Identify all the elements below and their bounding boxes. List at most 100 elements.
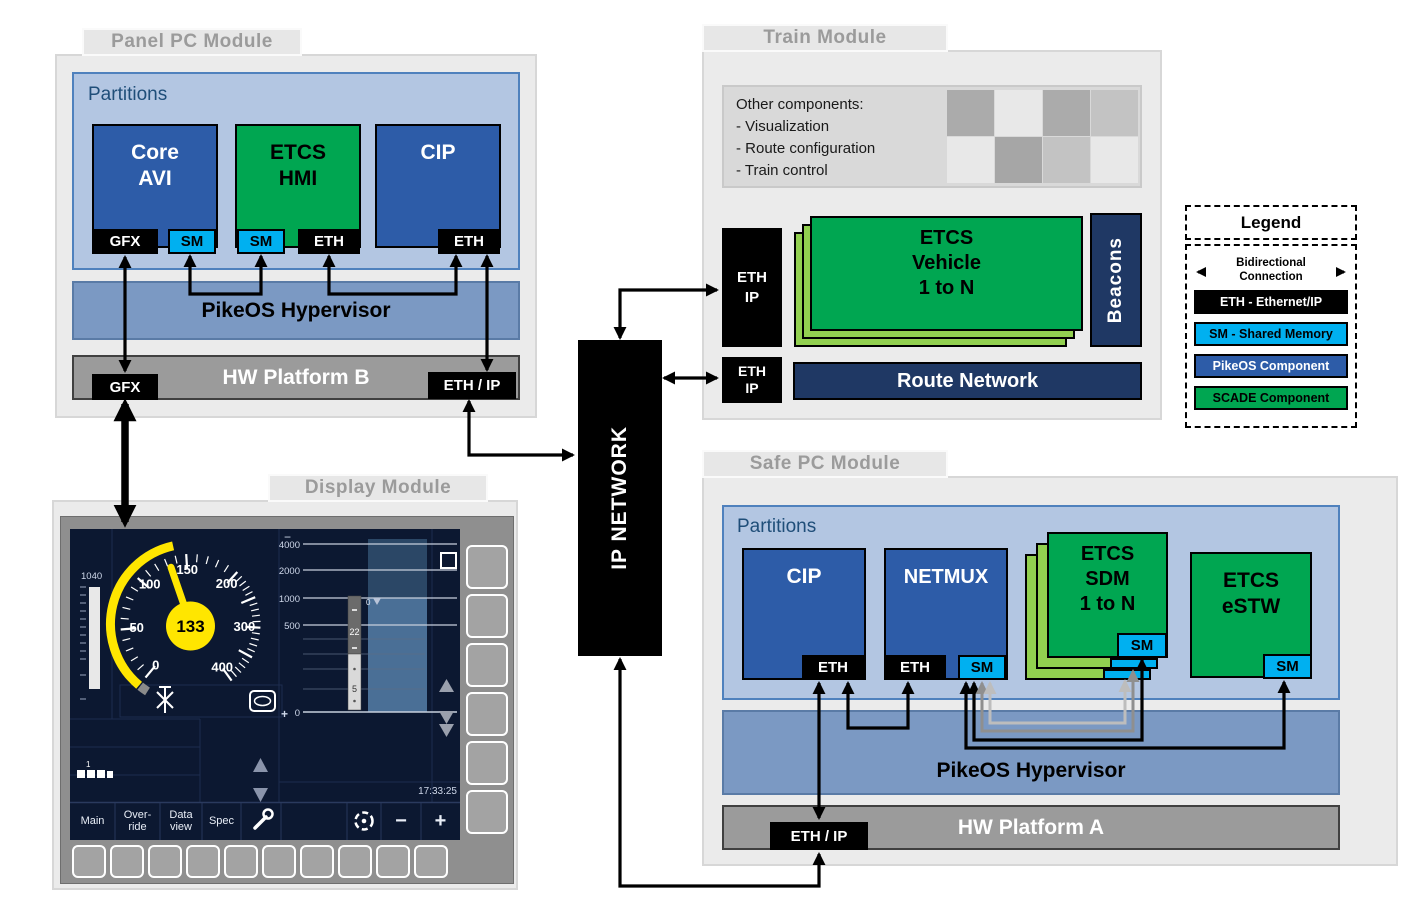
scroll-down-icon[interactable] [439, 711, 454, 724]
soft-key-button[interactable] [376, 845, 410, 878]
page-down-icon[interactable] [253, 788, 268, 802]
legend-bidirectional-label: Bidirectional Connection [1206, 256, 1336, 284]
port-eth-ip-hw-b: ETH / IP [428, 372, 516, 399]
eth-ip-port-train-2: ETH IP [722, 357, 782, 403]
soft-key-button[interactable] [186, 845, 220, 878]
soft-key-button[interactable] [466, 545, 508, 589]
soft-key-button[interactable] [300, 845, 334, 878]
svg-text:500: 500 [284, 621, 300, 632]
hypervisor-panel-pc: PikeOS Hypervisor [72, 281, 520, 340]
soft-key-button[interactable] [338, 845, 372, 878]
soft-key-button[interactable] [72, 845, 106, 878]
brake-wheel-icon[interactable] [354, 811, 374, 831]
other-components-heading: Other components: [736, 96, 864, 113]
soft-key-button[interactable] [224, 845, 258, 878]
port-eth-cip-panel: ETH [438, 229, 500, 254]
legend-title-box: Legend [1185, 205, 1357, 240]
placeholder-checkerboard [947, 90, 1140, 185]
port-sm-sdm-layer [1103, 669, 1151, 680]
scale-plus[interactable]: + [281, 707, 288, 721]
dmi-screen: 1040 0 50 100 150 200 [70, 529, 460, 840]
train-module-title: Train Module [763, 27, 887, 48]
soft-key-button[interactable] [466, 790, 508, 834]
other-components-item: - Route configuration [736, 140, 876, 157]
clock: 17:33:25 [418, 786, 457, 797]
port-sm-estw: SM [1263, 654, 1312, 679]
zoom-in-button[interactable]: + [434, 810, 447, 832]
port-sm-netmux: SM [958, 655, 1006, 680]
port-eth-ip-hw-a: ETH / IP [770, 822, 868, 850]
soft-key-button[interactable] [466, 643, 508, 687]
horn-icon [249, 690, 276, 712]
port-sm-sdm: SM [1117, 633, 1167, 658]
ip-network-node: IP NETWORK [578, 340, 662, 656]
svg-text:1000: 1000 [279, 594, 300, 605]
soft-key-button[interactable] [466, 594, 508, 638]
svg-text:100: 100 [139, 577, 161, 592]
port-sm-etcs-hmi: SM [237, 229, 285, 254]
window-frame-icon[interactable] [440, 552, 457, 569]
port-eth-etcs-hmi: ETH [298, 229, 360, 254]
safe-pc-partitions-label: Partitions [737, 516, 817, 537]
wrench-icon[interactable] [253, 808, 274, 830]
port-gfx-hw-b: GFX [92, 374, 158, 400]
route-network-node: Route Network [793, 362, 1142, 400]
legend-title: Legend [1240, 212, 1302, 232]
soft-key-button[interactable] [148, 845, 182, 878]
other-components-item: - Visualization [736, 118, 830, 135]
svg-text:200: 200 [216, 576, 238, 591]
port-eth-netmux: ETH [884, 655, 946, 680]
beacons-node: Beacons [1090, 213, 1142, 347]
svg-text:0: 0 [295, 708, 300, 719]
other-components-item: - Train control [736, 162, 828, 179]
soft-key-button[interactable] [262, 845, 296, 878]
train-module-tab: Train Module [702, 24, 948, 52]
speedo-labels: 0 50 100 150 200 300 400 [129, 562, 255, 675]
safe-pc-module-tab: Safe PC Module [702, 450, 948, 478]
svg-text:1: 1 [86, 760, 91, 769]
soft-key-button[interactable] [414, 845, 448, 878]
menu-tab-spec[interactable]: Spec [208, 815, 235, 827]
scroll-up-icon[interactable] [439, 679, 454, 692]
port-sm-sdm-layer [1110, 658, 1158, 669]
port-eth-cip-safe: ETH [802, 655, 864, 680]
safe-pc-module-title: Safe PC Module [749, 453, 901, 474]
svg-text:22: 22 [349, 627, 359, 637]
soft-key-button[interactable] [466, 741, 508, 785]
panel-pc-module-tab: Panel PC Module [82, 28, 302, 56]
panel-pc-partitions-label: Partitions [88, 84, 168, 105]
menu-tab-main[interactable]: Main [80, 815, 105, 827]
page-up-icon[interactable] [253, 758, 268, 772]
svg-text:4000: 4000 [279, 540, 300, 551]
speed-limit-arc [106, 541, 175, 689]
display-module-tab: Display Module [268, 474, 488, 502]
soft-key-button[interactable] [110, 845, 144, 878]
soft-key-button[interactable] [466, 692, 508, 736]
menu-separators [114, 803, 422, 840]
legend-item-scade: SCADE Component [1194, 386, 1348, 410]
target-marker-icon [373, 598, 381, 605]
hypervisor-safe-pc: PikeOS Hypervisor [722, 710, 1340, 795]
planning-area: 4000 2000 1000 500 0 − + 22 5 0 [279, 530, 457, 721]
svg-text:50: 50 [129, 620, 143, 635]
scale-minus[interactable]: − [284, 530, 291, 544]
zoom-out-button[interactable]: − [395, 810, 407, 832]
speed-hub [166, 601, 215, 651]
display-module-title: Display Module [304, 477, 452, 498]
port-gfx-core-avi: GFX [92, 229, 158, 254]
partition-cip-panel: CIP [375, 124, 501, 248]
speedometer: 0 50 100 150 200 300 400 133 [106, 541, 261, 696]
menu-tab-override[interactable]: Over- ride [123, 809, 152, 833]
distance-scale-labels: 4000 2000 1000 500 0 [279, 540, 300, 719]
speedo-ticks [120, 554, 261, 682]
other-components-note: Other components: - Visualization - Rout… [722, 85, 1142, 188]
svg-text:400: 400 [211, 660, 233, 675]
left-bar-fill [89, 587, 100, 689]
etcs-vehicle-stack: ETCS Vehicle 1 to N [810, 216, 1083, 331]
legend-item-eth: ETH - Ethernet/IP [1194, 290, 1348, 314]
etcs-sdm-stack: ETCS SDM 1 to N [1047, 532, 1168, 658]
eth-ip-port-train-1: ETH IP [722, 228, 782, 347]
status-dots: 1 [77, 760, 113, 778]
menu-tab-data-view[interactable]: Data view [169, 809, 193, 833]
